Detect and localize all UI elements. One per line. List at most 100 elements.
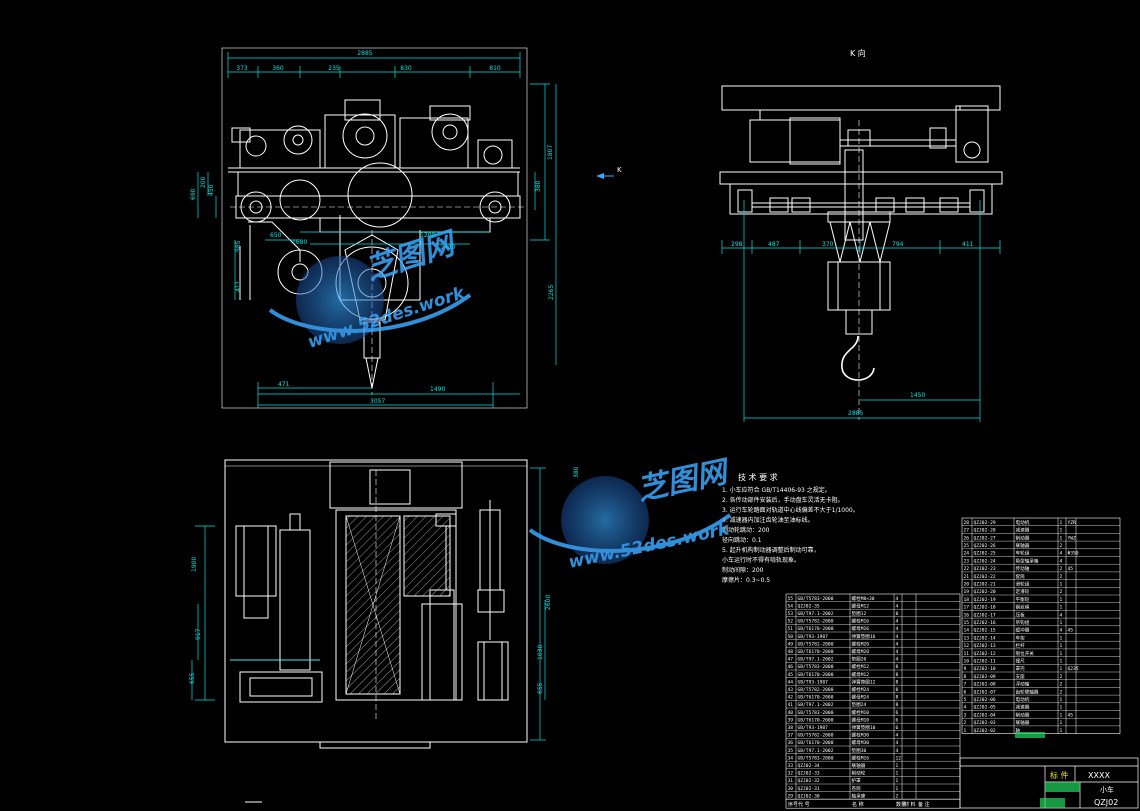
dim-3057: 3057 xyxy=(370,398,385,405)
bom-left-cell-qty: 6 xyxy=(896,717,899,723)
bom-right-cell-code: QZJ02-08 xyxy=(974,682,996,688)
dim-top-total: 2885 xyxy=(357,50,372,57)
bom-left-cell-code: QZJ02-31 xyxy=(798,786,820,792)
technical-notes: 技 术 要 求 1. 小车应符合 GB/T14406-93 之规定。 2. 各传… xyxy=(722,472,859,584)
bom-left-cell-no: 43 xyxy=(788,687,794,693)
bom-left-cell-no: 37 xyxy=(788,733,794,739)
bom-left-cell-qty: 8 xyxy=(896,664,899,670)
bom-right-cell-note: Q235 xyxy=(1068,666,1079,672)
bom-left-cell-code: QZJ02-30 xyxy=(798,793,820,799)
bom-right-cell-qty: 2 xyxy=(1060,682,1063,688)
bom-left-cell-code: GB/T6170-2000 xyxy=(798,717,834,723)
title-block-text: 标 件 XXXX 小车 QZJ02 xyxy=(1050,770,1118,807)
bom-right-cell-code: QZJ02-25 xyxy=(974,551,996,557)
k-dim-seg-5: 411 xyxy=(962,241,974,248)
bom-header-cell: 备 注 xyxy=(918,801,930,808)
bom-right-cell-name: 电动机 xyxy=(1016,519,1030,526)
bom-left-cell-no: 41 xyxy=(788,702,794,708)
bom-left-cell-name: 垫圈30 xyxy=(852,747,867,754)
bom-left-cell-code: GB/T6170-2000 xyxy=(798,649,834,655)
bom-right-cell-name: 压板 xyxy=(1016,611,1026,618)
bom-left-cell-name: 螺母M20 xyxy=(852,648,870,655)
bom-right-cell-code: QZJ02-18 xyxy=(974,605,996,611)
bom-header-cell: 数量 xyxy=(896,801,906,808)
bom-right-cell-no: 18 xyxy=(964,597,970,603)
bom-left-cell-name: 护罩 xyxy=(852,777,862,784)
bom-right-cell-qty: 2 xyxy=(1060,543,1063,549)
bom-left-cell-qty: 4 xyxy=(896,649,899,655)
bom-right-cell-qty: 2 xyxy=(1060,689,1063,695)
bom-right-cell-no: 14 xyxy=(964,628,970,634)
bom-right-cell-code: QZJ02-17 xyxy=(974,612,996,618)
bom-header-cell: 代 号 xyxy=(798,801,810,808)
note-line-7: 5. 起升机构制动器调整后制动可靠， xyxy=(722,546,820,554)
bom-right-cell-code: QZJ02-28 xyxy=(974,528,996,534)
bom-right-cell-code: QZJ02-10 xyxy=(974,666,996,672)
bom-right-cell-name: 联轴器 xyxy=(1016,719,1030,726)
bom-left-cell-name: 螺母M30 xyxy=(852,739,870,746)
bom-left-cell-name: 螺母M16 xyxy=(852,625,870,632)
bom-left-cell-code: GB/T6170-2000 xyxy=(798,626,834,632)
bom-right-cell-code: QZJ02-20 xyxy=(974,589,996,595)
bom-right-cell-note: 45 xyxy=(1068,628,1074,634)
bom-right-cell-no: 22 xyxy=(964,566,970,572)
dim-1680: 1680 xyxy=(292,239,307,246)
bom-right-cell-no: 25 xyxy=(964,543,970,549)
bom-right-cell-code: QZJ02-14 xyxy=(974,635,996,641)
plan-view xyxy=(224,459,528,749)
dim-411: 411 xyxy=(235,280,242,292)
bom-left-cell-no: 38 xyxy=(788,725,794,731)
plan-dim-right-small-1: 1030 xyxy=(537,645,544,660)
note-line-9: 制动间隙：200 xyxy=(722,566,764,574)
bom-right-cell-name: 套筒 xyxy=(1016,573,1026,580)
bom-right-cell-code: QZJ02-19 xyxy=(974,597,996,603)
bom-right-cell-no: 19 xyxy=(964,589,970,595)
bom-right-cell-qty: 4 xyxy=(1060,612,1063,618)
note-line-3: 3. 运行车轮踏面对轨道中心线偏差不大于1/1000。 xyxy=(722,506,859,514)
bom-left-cell-qty: 4 xyxy=(896,619,899,625)
note-line-8: 小车运行时不得有啃轨现象。 xyxy=(722,556,800,564)
bom-left-cell-code: GB/T5782-2000 xyxy=(798,619,834,625)
bom-left-cell-no: 33 xyxy=(788,763,794,769)
bom-right-cell-qty: 1 xyxy=(1060,705,1063,711)
bom-right-cell-no: 7 xyxy=(964,682,967,688)
bom-right-cell-name: 吊钩组 xyxy=(1016,619,1030,626)
bom-left-cell-qty: 1 xyxy=(896,763,899,769)
bom-left-cell-code: GB/T97.1-2002 xyxy=(798,748,834,754)
dim-1490: 1490 xyxy=(430,386,445,393)
bom-left-cell-name: 弹簧垫圈10 xyxy=(852,724,876,731)
bom-left-cell-qty: 6 xyxy=(896,710,899,716)
bom-right-cell-qty: 1 xyxy=(1060,712,1063,718)
bom-right-cell-no: 3 xyxy=(964,712,967,718)
bom-right-cell-qty: 1 xyxy=(1060,666,1063,672)
bom-right-cell-no: 5 xyxy=(964,697,967,703)
bom-left-cell-no: 52 xyxy=(788,619,794,625)
bom-left-cell-no: 55 xyxy=(788,596,794,602)
bom-left-cell-no: 31 xyxy=(788,778,794,784)
bom-right-cell-note: YZR xyxy=(1068,520,1077,526)
k-view-dim-text: 298 487 370 794 411 1450 2885 xyxy=(731,241,974,417)
bom-right-cell-code: QZJ02-24 xyxy=(974,558,996,564)
bom-left-cell-qty: 4 xyxy=(896,733,899,739)
bom-left-cell-name: 卷筒 xyxy=(852,785,862,792)
bom-left-cell-no: 53 xyxy=(788,611,794,617)
bom-left-cell-code: GB/T93-1987 xyxy=(798,725,829,731)
bom-left-cell-code: GB/T93-1987 xyxy=(798,679,829,685)
k-view-dimensions xyxy=(721,200,1001,422)
bom-left-cell-code: GB/T5782-2000 xyxy=(798,733,834,739)
title-company: XXXX xyxy=(1088,771,1110,780)
bom-left-cell-qty: 2 xyxy=(896,793,899,799)
bom-left-cell-code: GB/T5782-2000 xyxy=(798,641,834,647)
bom-left-cell-qty: 1 xyxy=(896,771,899,777)
bom-right-cell-qty: 1 xyxy=(1060,605,1063,611)
bom-right-cell-name: 制动器 xyxy=(1016,534,1030,541)
bom-left-cell-qty: 8 xyxy=(896,672,899,678)
bom-left-cell-no: 54 xyxy=(788,603,794,609)
bom-right-cell-name: 支座 xyxy=(1016,673,1026,680)
bom-left-cell-no: 45 xyxy=(788,672,794,678)
dim-right-height: 1807 xyxy=(547,145,554,160)
title-part-name: 小车 xyxy=(1100,785,1114,794)
bom-left-cell-qty: 4 xyxy=(896,626,899,632)
bom-right-cell-no: 23 xyxy=(964,558,970,564)
